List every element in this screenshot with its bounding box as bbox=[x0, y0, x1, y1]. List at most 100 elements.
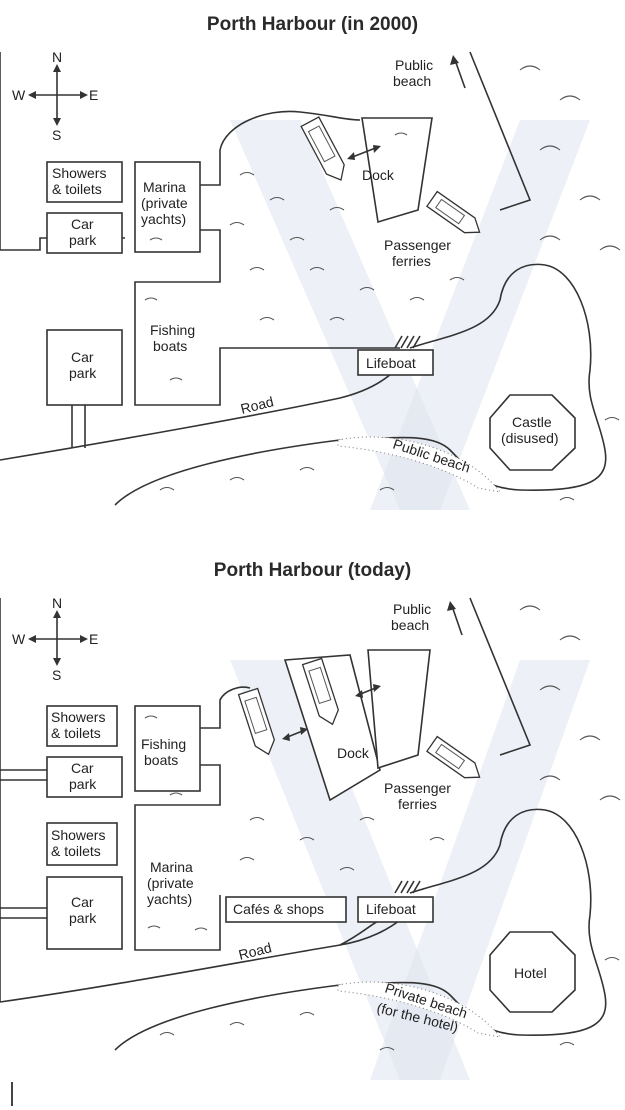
showers-1-label-2: & toilets bbox=[51, 725, 101, 741]
public-beach-sand bbox=[337, 436, 502, 493]
map-title-2000: Porth Harbour (in 2000) bbox=[206, 14, 419, 35]
ferry-boat-icon bbox=[237, 687, 275, 756]
compass-w: W bbox=[12, 631, 26, 647]
page-edge-mark bbox=[11, 1082, 13, 1106]
ferries-label-1: Passenger bbox=[384, 237, 451, 253]
dock-arrow-icon bbox=[282, 727, 308, 741]
compass-s: S bbox=[52, 667, 61, 683]
dock-arrow-icon bbox=[355, 684, 381, 698]
castle-label-2: (disused) bbox=[501, 430, 559, 446]
cafes-shops-label: Cafés & shops bbox=[233, 901, 324, 917]
dock-label: Dock bbox=[337, 745, 370, 761]
dock-arrow-icon bbox=[347, 145, 381, 160]
compass-w: W bbox=[12, 87, 26, 103]
compass-n: N bbox=[52, 595, 62, 611]
marina-label-3: yachts) bbox=[147, 891, 192, 907]
car-park-2-label-2: park bbox=[69, 910, 97, 926]
compass-icon: N S W E bbox=[12, 595, 98, 683]
fishing-label-2: boats bbox=[144, 752, 178, 768]
marina-label-1: Marina bbox=[150, 859, 193, 875]
showers-label-2: & toilets bbox=[52, 181, 102, 197]
road-spur bbox=[0, 907, 47, 919]
ferries-label-2: ferries bbox=[398, 796, 437, 812]
car-park-1-box bbox=[46, 756, 123, 798]
coast-south bbox=[114, 984, 341, 1051]
lifeboat-label: Lifeboat bbox=[366, 901, 416, 917]
public-beach-label-1: Public bbox=[393, 601, 431, 617]
beach-arrow-icon bbox=[447, 601, 463, 636]
dock-pier-west bbox=[283, 654, 381, 802]
dock-pier bbox=[361, 117, 433, 224]
showers-2-label-2: & toilets bbox=[51, 843, 101, 859]
car-park-2-box bbox=[46, 876, 123, 950]
castle-octagon bbox=[489, 394, 576, 471]
east-shore bbox=[469, 597, 532, 756]
public-beach-label-2: beach bbox=[393, 73, 431, 89]
hotel-label: Hotel bbox=[514, 965, 547, 981]
coast-south bbox=[114, 439, 341, 506]
ferry-boat-icon bbox=[425, 735, 481, 779]
car-park-1-label-1: Car bbox=[71, 216, 94, 232]
marina-label-2: (private bbox=[141, 195, 188, 211]
compass-e: E bbox=[89, 87, 98, 103]
marina-label-3: yachts) bbox=[141, 211, 186, 227]
lifeboat-box bbox=[357, 896, 434, 923]
marina-label-2: (private bbox=[147, 875, 194, 891]
road-label: Road bbox=[239, 393, 275, 417]
dock-pier-east bbox=[367, 649, 431, 770]
car-park-1-box bbox=[46, 212, 123, 254]
ferry-boat-icon bbox=[301, 657, 339, 726]
showers-toilets-1-box bbox=[46, 705, 118, 747]
car-park-1-label-2: park bbox=[69, 232, 97, 248]
dock-label: Dock bbox=[362, 167, 395, 183]
showers-2-label-1: Showers bbox=[51, 827, 105, 843]
sea-waves bbox=[144, 605, 621, 1051]
map-today: N S W E bbox=[0, 595, 621, 1080]
compass-e: E bbox=[89, 631, 98, 647]
harbour-wall-north bbox=[200, 686, 251, 729]
slipway-icon bbox=[394, 880, 421, 894]
public-beach-label-2: beach bbox=[391, 617, 429, 633]
car-park-2-label-1: Car bbox=[71, 349, 94, 365]
watermark-band bbox=[370, 660, 590, 1080]
fishing-label-1: Fishing bbox=[141, 736, 186, 752]
road-edge-top bbox=[0, 919, 381, 1003]
marina-label-1: Marina bbox=[143, 179, 186, 195]
headland-coast bbox=[339, 263, 607, 492]
harbour-wall-north bbox=[200, 110, 361, 186]
car-park-2-label-1: Car bbox=[71, 894, 94, 910]
fishing-label-2: boats bbox=[153, 338, 187, 354]
ferries-label-1: Passenger bbox=[384, 780, 451, 796]
marina-box bbox=[134, 161, 201, 253]
harbour-wall-marina bbox=[134, 764, 221, 951]
cafes-shops-box bbox=[225, 896, 347, 923]
road-spur bbox=[0, 769, 47, 781]
lifeboat-label: Lifeboat bbox=[366, 355, 416, 371]
compass-s: S bbox=[52, 127, 61, 143]
headland-coast bbox=[339, 808, 607, 1037]
ferries-label-2: ferries bbox=[392, 253, 431, 269]
car-park-2-box bbox=[46, 329, 123, 406]
ferry-boat-icon bbox=[300, 116, 345, 181]
fishing-label-1: Fishing bbox=[150, 322, 195, 338]
watermark-band bbox=[370, 120, 590, 510]
showers-label-1: Showers bbox=[52, 165, 106, 181]
showers-toilets-2-box bbox=[46, 822, 118, 866]
map-title-today: Porth Harbour (today) bbox=[213, 560, 412, 581]
map-2000: N S W E bbox=[0, 49, 621, 510]
compass-icon: N S W E bbox=[12, 49, 98, 143]
ferry-boat-icon bbox=[425, 190, 481, 234]
fishing-box bbox=[134, 705, 201, 792]
road-label: Road bbox=[237, 939, 273, 963]
lifeboat-box bbox=[357, 349, 434, 376]
east-shore bbox=[469, 51, 532, 211]
showers-1-label-1: Showers bbox=[51, 709, 105, 725]
car-park-1-label-2: park bbox=[69, 776, 97, 792]
hotel-octagon bbox=[489, 931, 576, 1013]
public-beach-label-1: Public bbox=[395, 57, 433, 73]
beach-arrow-icon bbox=[450, 55, 466, 89]
compass-n: N bbox=[52, 49, 62, 65]
slipway-icon bbox=[394, 335, 421, 349]
sea-waves bbox=[144, 65, 621, 501]
car-park-2-label-2: park bbox=[69, 365, 97, 381]
